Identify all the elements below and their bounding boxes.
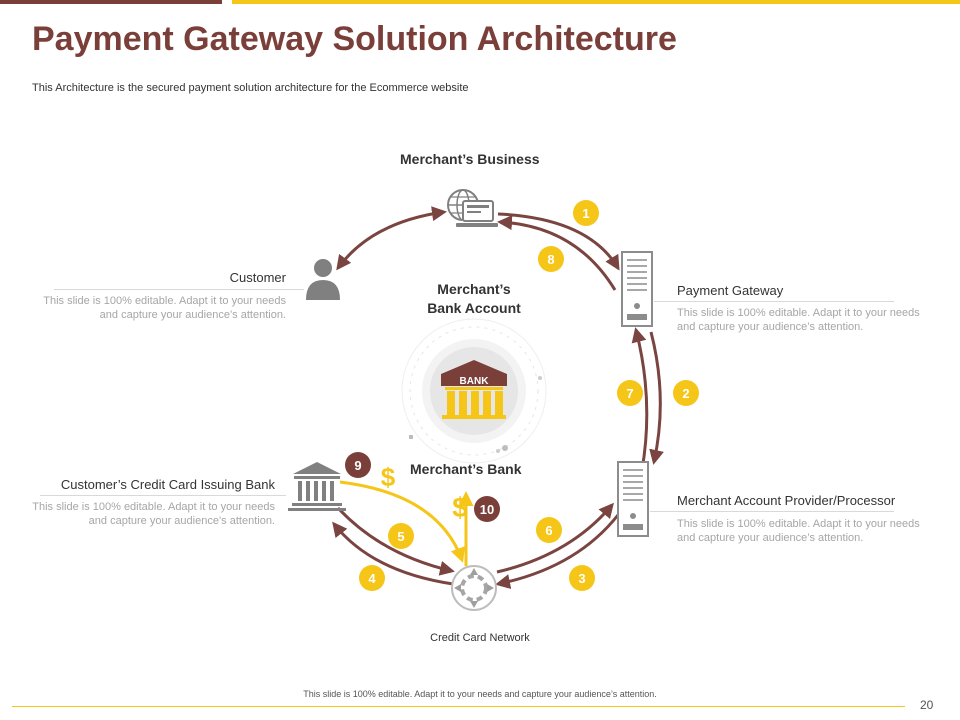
svg-text:2: 2 (682, 386, 689, 401)
arrow-gateway-to-processor (649, 331, 664, 465)
footer-text: This slide is 100% editable. Adapt it to… (303, 689, 657, 699)
step-badge: 2 (673, 380, 699, 406)
payment-gateway-divider (654, 301, 894, 302)
issuing-bank-description: This slide is 100% editable. Adapt it to… (32, 501, 275, 527)
customer-person-icon (306, 259, 340, 300)
step-badge: 4 (359, 565, 385, 591)
svg-text:7: 7 (626, 386, 633, 401)
svg-text:8: 8 (547, 252, 554, 267)
merchant-account-provider-divider (650, 511, 894, 512)
credit-card-network-label: Credit Card Network (430, 632, 530, 644)
footer-divider (12, 706, 905, 707)
payment-gateway-description: This slide is 100% editable. Adapt it to… (677, 307, 920, 333)
globe-monitor-icon (447, 189, 498, 227)
step-badge: 8 (538, 246, 564, 272)
arrow-network-to-bank-outer (332, 521, 454, 586)
issuing-bank-divider (40, 495, 286, 496)
network-cycle-icon (451, 565, 497, 611)
top-accent-bar-brown (0, 0, 222, 4)
flow-arrows (332, 206, 664, 589)
svg-text:9: 9 (354, 458, 361, 473)
dollar-sign-icon: $ (452, 492, 468, 523)
arrow-business-to-gateway (497, 212, 620, 271)
arrow-processor-to-network (495, 514, 620, 589)
svg-text:3: 3 (578, 571, 585, 586)
issuing-bank-label: Customer’s Credit Card Issuing Bank (60, 477, 275, 492)
step-badge: 3 (569, 565, 595, 591)
svg-text:5: 5 (397, 529, 404, 544)
arrow-processor-to-gateway (631, 327, 649, 471)
merchants-business-label: Merchant’s Business (400, 151, 540, 167)
bank-building-icon: BANK (441, 360, 507, 419)
merchants-bank-account-label-line1: Merchant’s (437, 281, 511, 297)
arrow-customer-to-business (336, 206, 447, 271)
merchant-account-provider-label: Merchant Account Provider/Processor (677, 493, 896, 508)
arrow-gateway-to-business (497, 215, 617, 291)
merchants-bank-label: Merchant’s Bank (410, 461, 522, 477)
step-badge: 9 (345, 452, 371, 478)
svg-text:1: 1 (582, 206, 589, 221)
arrow-bank-to-network-inner (336, 506, 455, 576)
dollar-sign-icon: $ (381, 462, 396, 492)
step-badge: 7 (617, 380, 643, 406)
customer-label: Customer (229, 270, 286, 285)
page-number: 20 (920, 698, 934, 712)
svg-text:4: 4 (368, 571, 376, 586)
bank-sign-text: BANK (460, 376, 490, 387)
step-badge: 6 (536, 517, 562, 543)
merchant-account-provider-description: This slide is 100% editable. Adapt it to… (677, 518, 920, 544)
payment-gateway-label: Payment Gateway (677, 283, 784, 298)
customer-description: This slide is 100% editable. Adapt it to… (43, 295, 286, 321)
page-title: Payment Gateway Solution Architecture (32, 20, 677, 58)
merchants-bank-account-label: Merchant’s Bank Account (380, 280, 568, 318)
arrow-issuing-bank-to-merchant-bank (339, 480, 465, 563)
svg-text:10: 10 (480, 502, 494, 517)
issuing-bank-icon (288, 462, 346, 511)
merchants-bank-account-label-line2: Bank Account (427, 300, 521, 316)
server-icon (621, 251, 653, 327)
page-subtitle: This Architecture is the secured payment… (32, 82, 469, 94)
arrow-network-to-processor (496, 502, 614, 574)
customer-divider (54, 289, 304, 290)
step-badge: 1 (573, 200, 599, 226)
settlement-arrows (339, 480, 474, 566)
server-icon (617, 461, 649, 537)
svg-text:6: 6 (545, 523, 552, 538)
top-accent-bar-yellow (232, 0, 960, 4)
step-badge: 10 (474, 496, 500, 522)
step-badge: 5 (388, 523, 414, 549)
